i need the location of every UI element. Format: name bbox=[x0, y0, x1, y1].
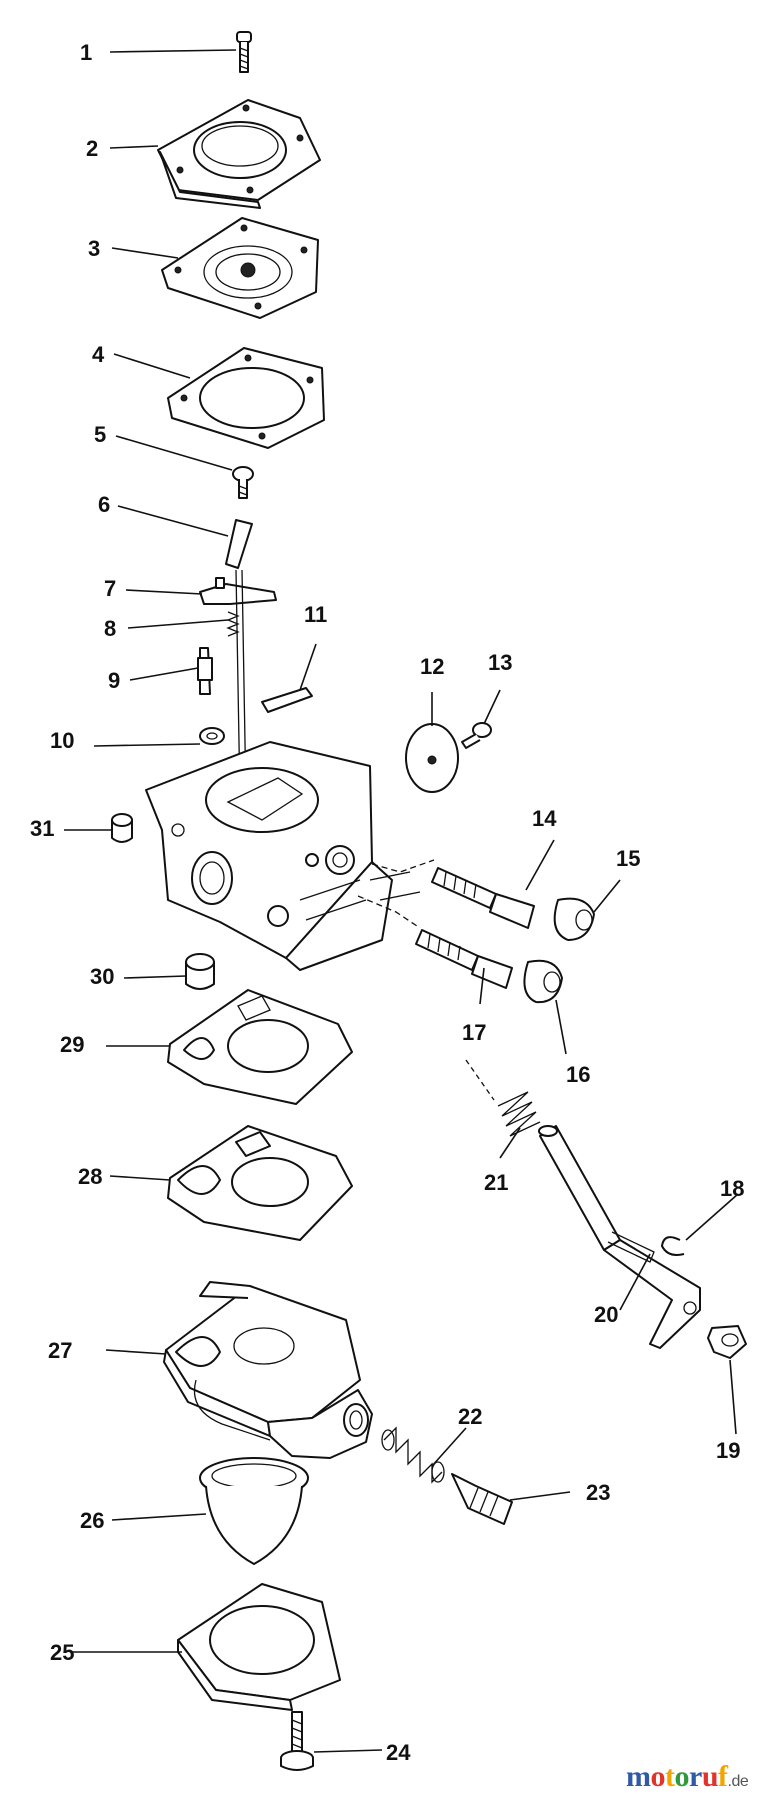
logo-suffix: .de bbox=[727, 1773, 749, 1790]
part-27-pump-body bbox=[163, 1281, 373, 1459]
part-6-pin bbox=[225, 519, 253, 569]
part-19-nut bbox=[707, 1325, 747, 1359]
callout-28: 28 bbox=[78, 1164, 102, 1189]
callout-2: 2 bbox=[86, 136, 98, 161]
leader-lines bbox=[64, 49, 739, 1753]
part-3-diaphragm bbox=[161, 217, 319, 319]
part-12-throttle-plate bbox=[405, 723, 459, 793]
logo-letter-u: u bbox=[701, 1760, 719, 1793]
logo-letter-t: t bbox=[665, 1760, 675, 1793]
logo-letter-r: r bbox=[689, 1760, 702, 1793]
callout-20: 20 bbox=[594, 1302, 618, 1327]
callout-26: 26 bbox=[80, 1508, 104, 1533]
part-2-pump-cover bbox=[157, 99, 321, 209]
part-14-high-speed-needle bbox=[431, 867, 535, 929]
logo-letter-f: f bbox=[718, 1760, 728, 1793]
part-28-metering-plate bbox=[167, 1125, 353, 1241]
part-21-spring bbox=[465, 1059, 541, 1137]
part-17-low-speed-needle bbox=[415, 929, 513, 989]
callout-25: 25 bbox=[50, 1640, 74, 1665]
part-5-screw bbox=[232, 466, 254, 499]
part-31-cap bbox=[111, 813, 133, 843]
callout-14: 14 bbox=[532, 806, 557, 831]
part-24-screw bbox=[280, 1711, 314, 1771]
part-29-gasket bbox=[167, 989, 353, 1105]
callout-labels: 1 2 3 4 5 6 7 8 9 10 11 12 13 14 15 16 1… bbox=[30, 40, 744, 1765]
callout-30: 30 bbox=[90, 964, 114, 989]
part-7-metering-lever bbox=[199, 577, 277, 605]
part-9-inlet-needle bbox=[197, 647, 213, 695]
callout-23: 23 bbox=[586, 1480, 610, 1505]
part-15-limiter-cap bbox=[553, 897, 595, 941]
callout-1: 1 bbox=[80, 40, 92, 65]
logo-letter-o: o bbox=[650, 1760, 666, 1793]
callout-6: 6 bbox=[98, 492, 110, 517]
callout-3: 3 bbox=[88, 236, 100, 261]
part-20-throttle-shaft bbox=[538, 1125, 701, 1349]
part-carburetor-body bbox=[145, 741, 421, 971]
callout-10: 10 bbox=[50, 728, 74, 753]
callout-11: 11 bbox=[304, 602, 327, 627]
part-11-seal bbox=[261, 687, 313, 713]
callout-4: 4 bbox=[92, 342, 105, 367]
logo-letter-m: m bbox=[626, 1760, 651, 1793]
callout-12: 12 bbox=[420, 654, 444, 679]
callout-18: 18 bbox=[720, 1176, 744, 1201]
callout-5: 5 bbox=[94, 422, 106, 447]
callout-17: 17 bbox=[462, 1020, 486, 1045]
callout-31: 31 bbox=[30, 816, 54, 841]
guide-line-14 bbox=[371, 859, 435, 873]
part-8-spring bbox=[226, 611, 240, 637]
motoruf-logo: motoruf.de bbox=[626, 1760, 749, 1794]
callout-16: 16 bbox=[566, 1062, 590, 1087]
part-23-adjusting-screw bbox=[451, 1473, 513, 1525]
callout-8: 8 bbox=[104, 616, 116, 641]
part-16-limiter-cap bbox=[523, 959, 563, 1004]
part-1-screw bbox=[236, 31, 252, 73]
callout-7: 7 bbox=[104, 576, 116, 601]
callout-19: 19 bbox=[716, 1438, 740, 1463]
callout-9: 9 bbox=[108, 668, 120, 693]
part-25-cover-plate bbox=[177, 1583, 341, 1711]
part-10-clip bbox=[199, 727, 225, 745]
callout-22: 22 bbox=[458, 1404, 482, 1429]
callout-13: 13 bbox=[488, 650, 512, 675]
part-30-filter bbox=[185, 953, 215, 990]
part-4-gasket bbox=[167, 347, 325, 449]
callout-15: 15 bbox=[616, 846, 640, 871]
callout-21: 21 bbox=[484, 1170, 508, 1195]
callout-29: 29 bbox=[60, 1032, 84, 1057]
logo-letter-o-2: o bbox=[674, 1760, 690, 1793]
part-13-screw bbox=[461, 722, 492, 749]
part-22-spring bbox=[381, 1426, 445, 1484]
callout-24: 24 bbox=[386, 1740, 411, 1765]
part-18-e-clip bbox=[661, 1236, 685, 1256]
guide-line-17 bbox=[357, 895, 421, 929]
part-26-primer-bulb bbox=[199, 1457, 309, 1565]
callout-27: 27 bbox=[48, 1338, 72, 1363]
